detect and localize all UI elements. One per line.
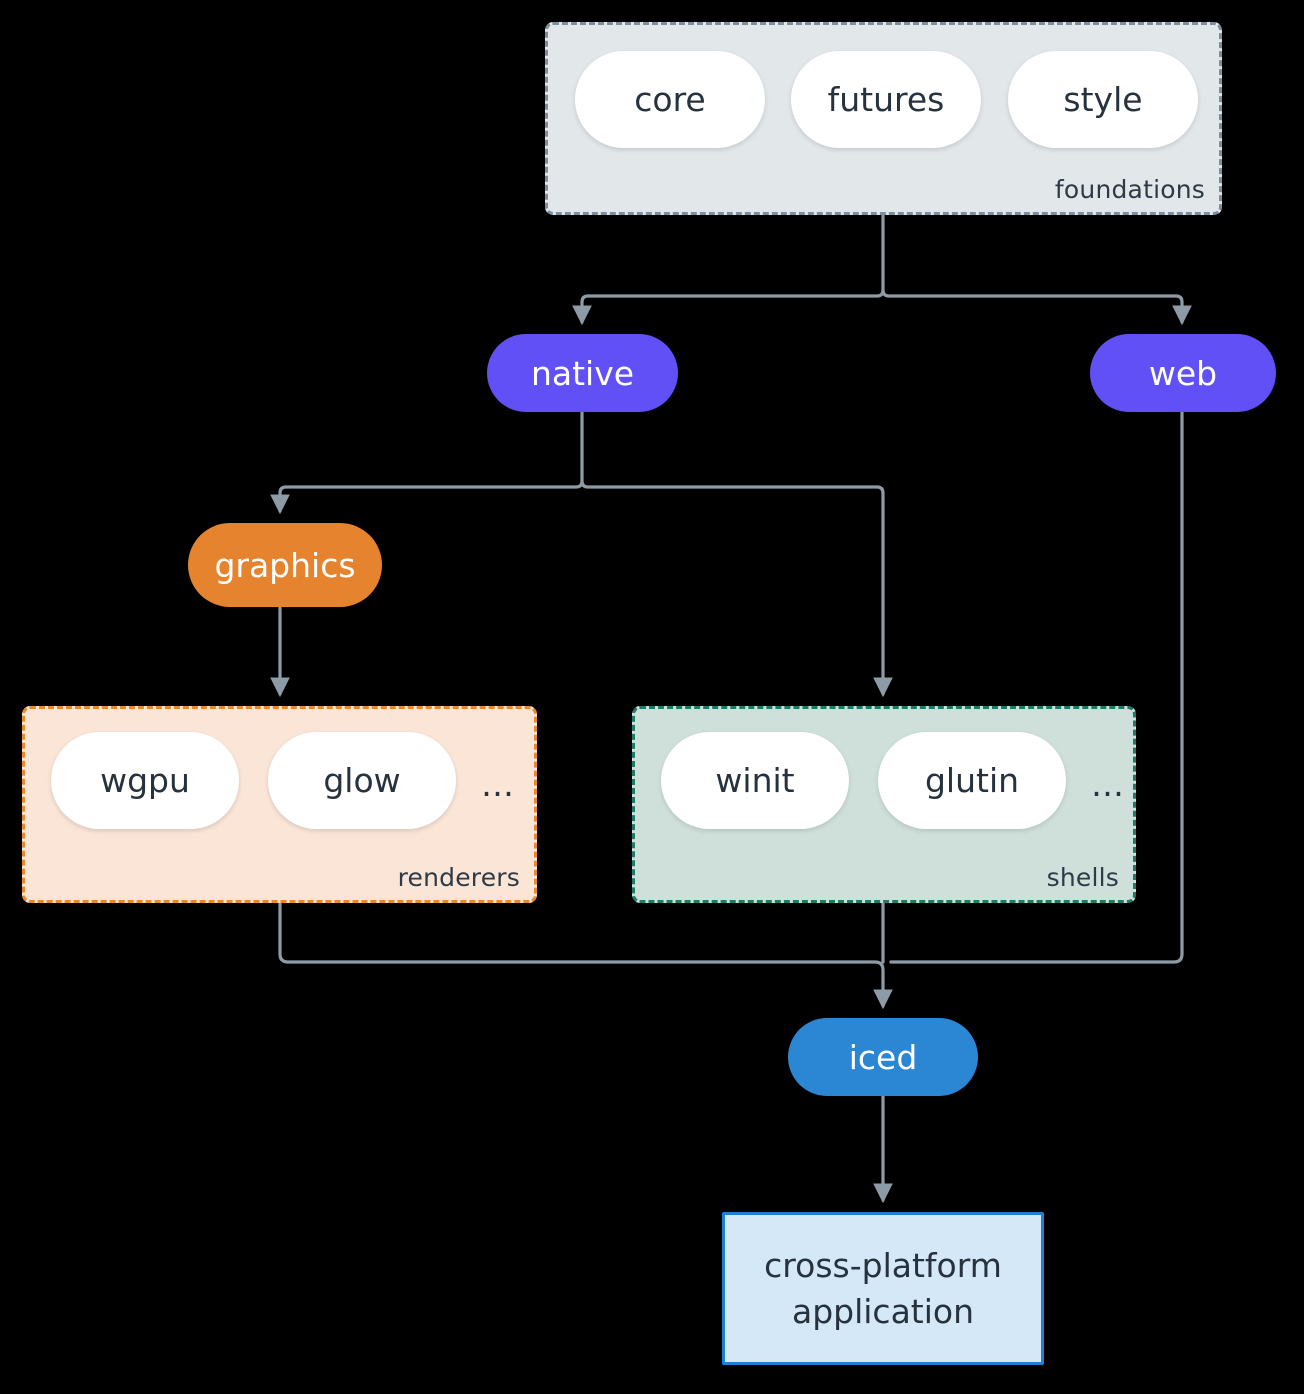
edge-renderers-iced bbox=[278, 901, 893, 1010]
member-pill-glutin[interactable]: glutin bbox=[878, 732, 1066, 829]
member-pill-label: core bbox=[634, 80, 706, 119]
cluster-label-renderers: renderers bbox=[397, 863, 520, 892]
node-graphics[interactable]: graphics bbox=[188, 523, 382, 607]
edge-native-graphics bbox=[270, 410, 584, 515]
node-native[interactable]: native bbox=[487, 334, 678, 412]
member-ellipsis-renderers: … bbox=[481, 765, 515, 804]
member-pill-style[interactable]: style bbox=[1008, 51, 1198, 148]
node-label: iced bbox=[848, 1037, 918, 1077]
node-label-line1: cross-platform bbox=[764, 1245, 1002, 1285]
member-pill-label: style bbox=[1063, 80, 1143, 119]
member-pill-label: glow bbox=[323, 761, 401, 800]
member-pill-futures[interactable]: futures bbox=[791, 51, 981, 148]
member-pill-core[interactable]: core bbox=[575, 51, 765, 148]
cluster-foundations: core futures style foundations bbox=[545, 22, 1222, 215]
member-pill-winit[interactable]: winit bbox=[661, 732, 849, 829]
cluster-shells: winit glutin … shells bbox=[632, 706, 1136, 903]
node-cross-platform-application[interactable]: cross-platform application bbox=[722, 1212, 1044, 1365]
node-label: graphics bbox=[214, 545, 356, 585]
edge-foundations-web bbox=[881, 288, 1192, 326]
member-pill-label: wgpu bbox=[100, 761, 190, 800]
edge-foundations-native bbox=[572, 213, 885, 326]
edge-native-shells bbox=[580, 479, 893, 698]
member-pill-wgpu[interactable]: wgpu bbox=[51, 732, 239, 829]
member-pill-label: futures bbox=[827, 80, 945, 119]
node-label: native bbox=[530, 353, 635, 393]
node-web[interactable]: web bbox=[1090, 334, 1276, 412]
node-label-line2: application bbox=[791, 1291, 975, 1331]
member-ellipsis-shells: … bbox=[1091, 765, 1125, 804]
cluster-label-foundations: foundations bbox=[1054, 175, 1205, 204]
cluster-renderers: wgpu glow … renderers bbox=[22, 706, 537, 903]
member-pill-label: glutin bbox=[924, 761, 1020, 800]
member-pill-glow[interactable]: glow bbox=[268, 732, 456, 829]
cluster-label-shells: shells bbox=[1046, 863, 1119, 892]
member-pill-label: winit bbox=[715, 761, 795, 800]
node-label: web bbox=[1148, 353, 1218, 393]
node-iced[interactable]: iced bbox=[788, 1018, 978, 1096]
